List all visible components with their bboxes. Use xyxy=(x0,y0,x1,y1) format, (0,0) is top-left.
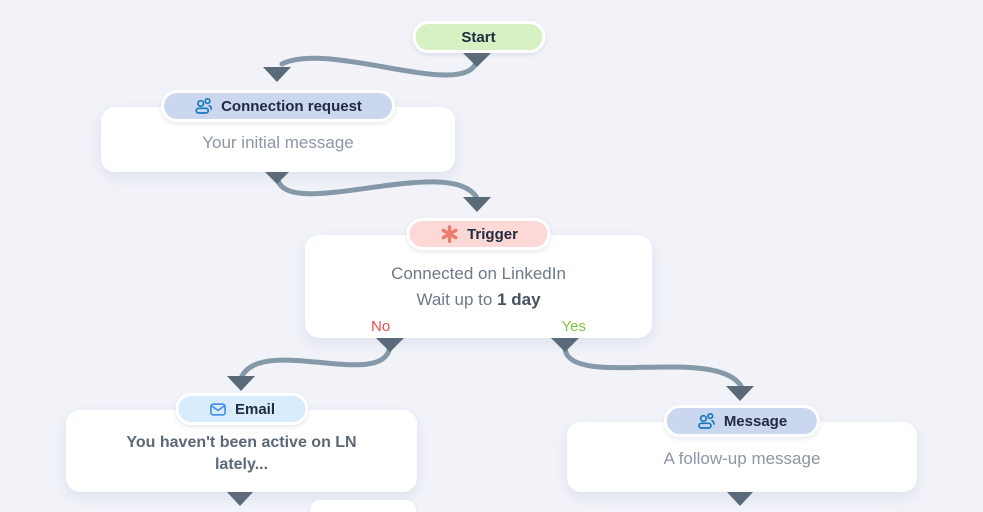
people-icon xyxy=(697,412,716,431)
arrowhead-message-in xyxy=(726,386,754,401)
node-trigger: Connected on LinkedIn Wait up to 1 day N… xyxy=(305,218,652,338)
trigger-pill[interactable]: Trigger xyxy=(406,218,551,250)
people-icon xyxy=(194,97,213,116)
arrowhead-connection-in xyxy=(263,67,291,82)
start-label: Start xyxy=(461,28,496,46)
email-label: Email xyxy=(234,400,276,418)
port-email-out xyxy=(226,491,254,506)
connection-request-pill[interactable]: Connection request xyxy=(161,90,395,122)
edge-trigger-yes-to-message xyxy=(562,342,744,389)
trigger-wait: Wait up to 1 day xyxy=(416,290,541,309)
email-body: You haven't been active on LN lately... xyxy=(126,434,357,473)
branch-no-label[interactable]: No xyxy=(371,318,391,335)
arrowhead-trigger-in xyxy=(463,197,491,212)
asterisk-icon xyxy=(439,224,459,244)
trigger-card[interactable]: Connected on LinkedIn Wait up to 1 day N… xyxy=(305,235,652,338)
connection-request-label: Connection request xyxy=(221,97,362,115)
port-trigger-yes-out xyxy=(551,338,579,352)
next-node-partial[interactable] xyxy=(310,500,416,512)
port-message-out xyxy=(726,491,754,506)
start-node-pill[interactable]: Start xyxy=(412,21,545,53)
port-start-out xyxy=(463,53,491,67)
edge-start-to-connection xyxy=(279,55,480,78)
node-email: You haven't been active on LN lately... … xyxy=(66,393,417,492)
message-label: Message xyxy=(723,412,788,430)
trigger-label: Trigger xyxy=(467,225,518,243)
port-trigger-no-out xyxy=(376,338,404,352)
port-connection-out xyxy=(263,170,291,184)
email-pill[interactable]: Email xyxy=(174,393,309,425)
trigger-condition: Connected on LinkedIn xyxy=(391,264,566,283)
arrowhead-email-in xyxy=(227,376,255,391)
edge-connection-to-trigger xyxy=(274,174,480,201)
message-pill[interactable]: Message xyxy=(663,405,821,437)
trigger-wait-value: 1 day xyxy=(497,290,541,309)
connection-request-body: Your initial message xyxy=(202,133,354,152)
edge-trigger-no-to-email xyxy=(239,342,393,379)
node-connection-request: Your initial message Connection request xyxy=(101,90,455,172)
message-body: A follow-up message xyxy=(663,449,821,468)
envelope-icon xyxy=(208,400,227,419)
branch-yes-label[interactable]: Yes xyxy=(561,318,586,335)
node-message: A follow-up message Message xyxy=(567,405,917,492)
